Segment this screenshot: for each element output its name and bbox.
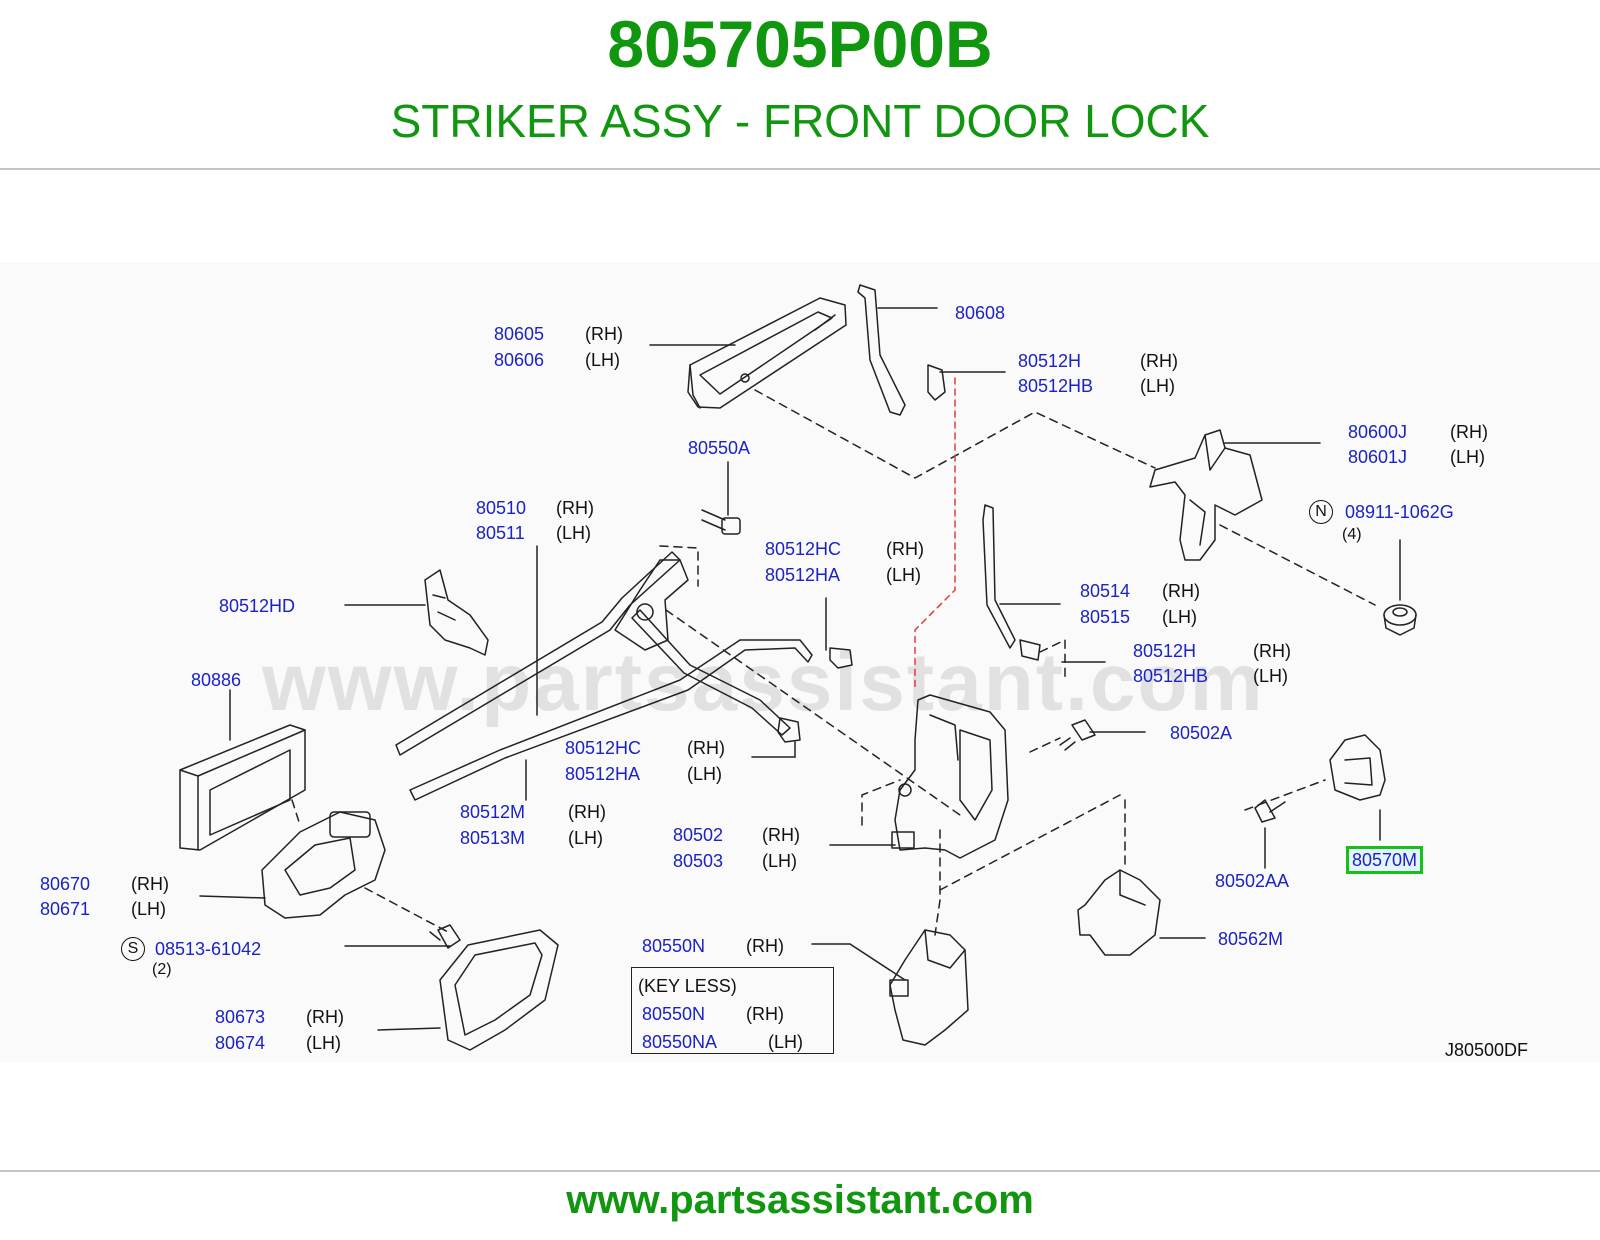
s-symbol: S [121, 937, 145, 961]
side-label: (LH) [687, 764, 722, 784]
diagram-code: J80500DF [1445, 1040, 1529, 1060]
side-label: (LH) [131, 899, 166, 919]
part-label-08513-61042[interactable]: 08513-61042 [155, 939, 262, 959]
screw-80502a-drawing [1059, 719, 1096, 751]
outside-handle-drawing [687, 297, 847, 409]
part-label-80503[interactable]: 80503 [673, 851, 724, 871]
part-label-80502[interactable]: 80502 [673, 825, 724, 845]
part-label-08911-1062g[interactable]: 08911-1062G [1345, 502, 1454, 522]
part-label-80605[interactable]: 80605 [494, 324, 545, 344]
foam-pad-drawing [179, 724, 306, 851]
bezel-drawing [439, 929, 559, 1051]
screw-80502aa-drawing [1254, 799, 1286, 823]
side-label: (LH) [568, 828, 603, 848]
n-symbol: N [1309, 500, 1333, 524]
side-label: (LH) [886, 565, 921, 585]
part-label-80600j[interactable]: 80600J [1348, 422, 1408, 442]
part-label-80502a[interactable]: 80502A [1170, 723, 1233, 743]
part-label-80512m[interactable]: 80512M [460, 802, 526, 822]
part-label-80550a[interactable]: 80550A [688, 438, 751, 458]
part-label-80512hb-2[interactable]: 80512HB [1133, 666, 1209, 686]
header-divider [0, 168, 1600, 170]
side-label: (RH) [1140, 351, 1178, 371]
side-label: (LH) [762, 851, 797, 871]
page-title: 805705P00B [607, 7, 993, 81]
part-label-80514[interactable]: 80514 [1080, 581, 1131, 601]
screw-08513-drawing [429, 924, 461, 949]
part-label-80512hb[interactable]: 80512HB [1018, 376, 1094, 396]
keyless-box [631, 967, 834, 1054]
side-label: (RH) [687, 738, 725, 758]
side-label: (RH) [1450, 422, 1488, 442]
bell-crank-drawing [614, 559, 689, 651]
diagram-panel [0, 262, 1600, 1062]
part-label-80674[interactable]: 80674 [215, 1033, 266, 1053]
side-label: (RH) [746, 936, 784, 956]
part-label-80512ha-2[interactable]: 80512HA [565, 764, 641, 784]
side-label: (LH) [768, 1032, 803, 1052]
part-label-80550na[interactable]: 80550NA [642, 1032, 718, 1052]
part-label-80513m[interactable]: 80513M [460, 828, 526, 848]
part-label-80570m-highlighted[interactable]: 80570M [1345, 846, 1424, 874]
part-label-80673[interactable]: 80673 [215, 1007, 266, 1027]
side-label: (LH) [1140, 376, 1175, 396]
striker-drawing [1329, 734, 1386, 801]
footer-divider [0, 1170, 1600, 1172]
part-label-80886[interactable]: 80886 [191, 670, 242, 690]
page-subtitle: STRIKER ASSY - FRONT DOOR LOCK [390, 95, 1210, 147]
side-label: (LH) [1253, 666, 1288, 686]
bolt-80550a-drawing [701, 509, 741, 535]
quantity-label: (2) [152, 961, 172, 978]
bracket-80562m-drawing [1077, 869, 1161, 956]
side-label: (RH) [886, 539, 924, 559]
part-label-80550n-keyless[interactable]: 80550N [642, 1004, 706, 1024]
nut-drawing [1383, 604, 1417, 636]
side-label: (LH) [1450, 447, 1485, 467]
part-label-80550n[interactable]: 80550N [642, 936, 706, 956]
part-label-80606[interactable]: 80606 [494, 350, 545, 370]
watermark: www.partsassistant.com [262, 637, 1265, 728]
keyless-heading: (KEY LESS) [638, 976, 737, 996]
leader-lines [199, 307, 1401, 1031]
part-label-80512hd[interactable]: 80512HD [219, 596, 296, 616]
side-label: (RH) [131, 874, 169, 894]
side-label: (RH) [746, 1004, 784, 1024]
clip-80512hd-drawing [424, 569, 489, 656]
part-label-80671[interactable]: 80671 [40, 899, 91, 919]
side-label: (RH) [1253, 641, 1291, 661]
part-label-80512hc-2[interactable]: 80512HC [565, 738, 642, 758]
side-label: (LH) [1162, 607, 1197, 627]
door-lock-drawing [891, 694, 1009, 859]
side-label: (LH) [585, 350, 620, 370]
side-label: (RH) [306, 1007, 344, 1027]
part-label-80670[interactable]: 80670 [40, 874, 91, 894]
quantity-label: (4) [1342, 526, 1362, 543]
part-label-80512ha[interactable]: 80512HA [765, 565, 841, 585]
side-label: (LH) [556, 523, 591, 543]
side-label: (RH) [762, 825, 800, 845]
footer-url[interactable]: www.partsassistant.com [566, 1178, 1034, 1222]
side-label: (RH) [585, 324, 623, 344]
part-label-80512h[interactable]: 80512H [1018, 351, 1082, 371]
part-label-80502aa[interactable]: 80502AA [1215, 871, 1290, 891]
actuator-80550n-drawing [889, 929, 969, 1046]
inside-handle-drawing [261, 811, 386, 919]
part-label-80515[interactable]: 80515 [1080, 607, 1131, 627]
side-label: (RH) [556, 498, 594, 518]
side-label: (RH) [1162, 581, 1200, 601]
part-label-80608[interactable]: 80608 [955, 303, 1006, 323]
part-label-80601j[interactable]: 80601J [1348, 447, 1408, 467]
part-label-80562m[interactable]: 80562M [1218, 929, 1284, 949]
connection-lines [291, 389, 1376, 936]
rear-bracket-drawing [1149, 429, 1263, 561]
side-label: (LH) [306, 1033, 341, 1053]
part-label-80510[interactable]: 80510 [476, 498, 527, 518]
part-label-80512h-2[interactable]: 80512H [1133, 641, 1197, 661]
side-label: (RH) [568, 802, 606, 822]
part-label-80512hc[interactable]: 80512HC [765, 539, 842, 559]
part-label-80511[interactable]: 80511 [476, 523, 525, 543]
